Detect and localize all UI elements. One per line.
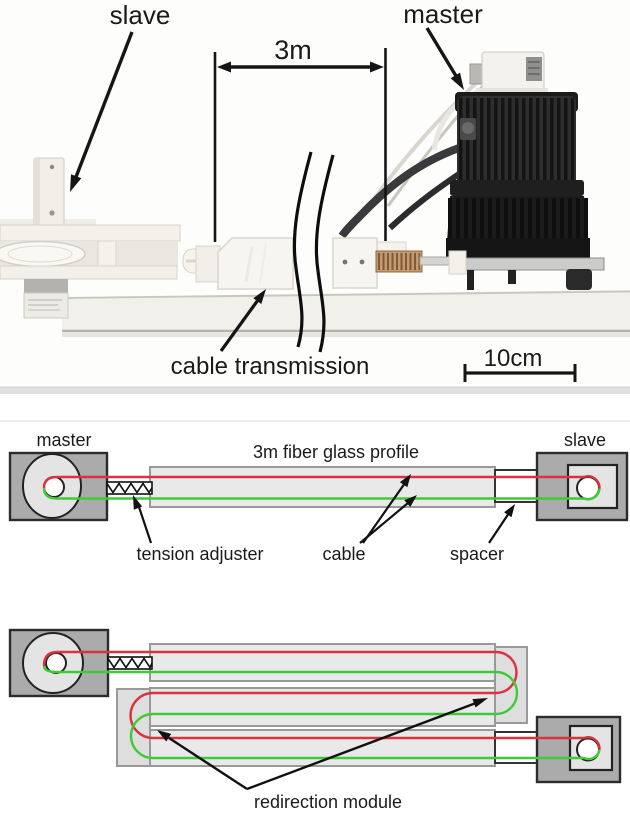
- master-motor: [338, 51, 605, 290]
- tension-adjuster-arrowhead: [133, 495, 143, 510]
- slave-top-plate: [0, 224, 181, 242]
- slave-arrowhead: [70, 174, 82, 192]
- motor-power-cable: [338, 144, 461, 239]
- photo-label-3m: 3m: [274, 35, 312, 65]
- scale-bar: 10cm: [463, 345, 577, 382]
- photo-label-slave: slave: [110, 0, 171, 30]
- diagram-folded: redirection module: [8, 628, 622, 812]
- sensor-block: [332, 237, 378, 289]
- arrowhead-right: [370, 61, 384, 73]
- cable-green: [42, 665, 601, 761]
- profile-segment-top: [149, 643, 496, 682]
- cable-red: [42, 650, 601, 750]
- diagram-label-redirection-module: redirection module: [254, 792, 402, 812]
- slave-encoder: [23, 279, 69, 319]
- break-line-right: [314, 154, 335, 353]
- motor-base-plate: [457, 257, 605, 271]
- diagram-label-profile: 3m fiber glass profile: [253, 442, 419, 462]
- break-line-left: [292, 151, 313, 348]
- cable-arrowhead-green: [404, 495, 417, 507]
- fiber-glass-profile: [149, 466, 496, 508]
- redirection-arrowhead-left: [157, 730, 172, 742]
- profile-segment-middle: [149, 687, 496, 727]
- diagram-label-cable: cable: [322, 544, 365, 564]
- photo-annotations: slave master cable transmission: [70, 0, 483, 380]
- scale-bar-label: 10cm: [484, 345, 543, 372]
- spacer: [494, 469, 538, 503]
- dimension-3m: 3m: [213, 35, 387, 242]
- panel-divider: [0, 386, 630, 422]
- redirection-arrowhead-right: [472, 698, 488, 708]
- bench: [61, 290, 630, 337]
- cable-green: [42, 487, 601, 501]
- diagram-label-spacer: spacer: [450, 544, 504, 564]
- cable-red: [42, 475, 601, 489]
- break-lines: [292, 151, 335, 353]
- threaded-rod: [419, 256, 453, 266]
- spacer-arrowhead: [504, 504, 515, 518]
- tension-adjuster: [106, 481, 153, 495]
- diagram-label-slave: slave: [564, 430, 606, 450]
- tension-adjuster: [107, 656, 153, 670]
- cable-arrowhead-red: [399, 474, 411, 488]
- cable-transmission-housing: [195, 237, 294, 290]
- master-arrowhead: [450, 72, 464, 90]
- photo-label-cable-transmission: cable transmission: [171, 353, 370, 380]
- diagram-label-master: master: [36, 430, 91, 450]
- photo-label-master: master: [403, 0, 483, 29]
- arrowhead-left: [217, 61, 231, 73]
- diagram-label-tension-adjuster: tension adjuster: [136, 544, 263, 564]
- slave-bottom-plate: [0, 265, 178, 280]
- slave-mechanism: [0, 157, 230, 319]
- diagram-stretched: master slave 3m fiber glass profile tens…: [8, 430, 629, 564]
- photo-panel: 3m slave master cable transmission 10cm: [0, 0, 630, 384]
- tension-rod-assembly: [332, 237, 467, 289]
- cable-transmission-arrowhead: [253, 289, 266, 304]
